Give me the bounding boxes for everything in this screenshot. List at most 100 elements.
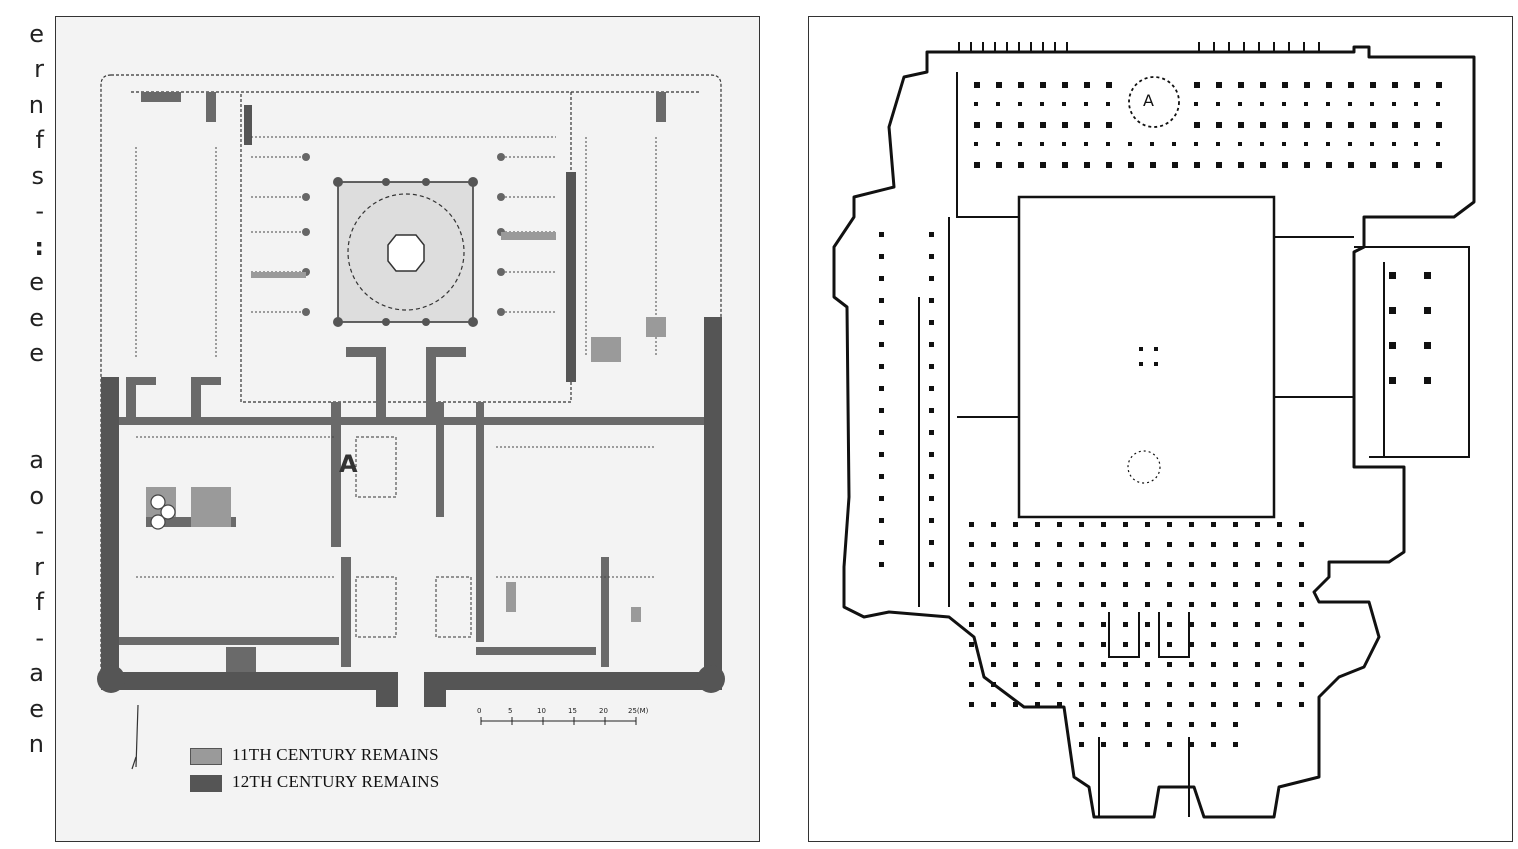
- pillar: [1123, 642, 1128, 647]
- pillar: [929, 518, 934, 523]
- scale-tick-label: 10: [537, 707, 546, 715]
- pillar: [1106, 122, 1112, 128]
- pillar: [1167, 582, 1172, 587]
- pillar: [879, 408, 884, 413]
- pillar: [1282, 142, 1286, 146]
- pillar: [1282, 122, 1288, 128]
- pillar: [1392, 102, 1396, 106]
- pillar: [1255, 622, 1260, 627]
- margin-fragment: a: [29, 446, 44, 474]
- pillar: [1436, 122, 1442, 128]
- pillar: [1260, 102, 1264, 106]
- pillar: [1255, 602, 1260, 607]
- pillar: [929, 496, 934, 501]
- pillar: [1057, 622, 1062, 627]
- margin-fragment: f: [35, 126, 44, 154]
- pillar: [1282, 102, 1286, 106]
- pillar: [879, 562, 884, 567]
- pillar: [1062, 162, 1068, 168]
- inner-walls: [918, 72, 1470, 817]
- internal-walls: [119, 92, 704, 672]
- pillar: [1304, 122, 1310, 128]
- pillar: [1057, 582, 1062, 587]
- pillar: [1145, 522, 1150, 527]
- pillar: [1299, 522, 1304, 527]
- pillar: [1013, 702, 1018, 707]
- pillar: [1101, 682, 1106, 687]
- pillar: [1167, 562, 1172, 567]
- pillar: [1018, 82, 1024, 88]
- pillar: [1194, 142, 1198, 146]
- pillar: [1101, 602, 1106, 607]
- pillar: [1167, 602, 1172, 607]
- pillar: [879, 232, 884, 237]
- pillar: [1079, 742, 1084, 747]
- margin-fragment: e: [29, 695, 44, 723]
- hall-arcades: [135, 136, 657, 578]
- pillar: [1392, 142, 1396, 146]
- pillar: [1013, 662, 1018, 667]
- pillar: [1079, 642, 1084, 647]
- pillar: [974, 122, 980, 128]
- pillar: [991, 522, 996, 527]
- pillar: [1216, 122, 1222, 128]
- north-arrow-icon: [131, 704, 139, 770]
- pillar: [1370, 122, 1376, 128]
- pillar: [1106, 162, 1112, 168]
- pillar: [1084, 82, 1090, 88]
- pillar: [879, 298, 884, 303]
- pillar: [1079, 682, 1084, 687]
- pillar: [1167, 642, 1172, 647]
- pillar: [1189, 662, 1194, 667]
- central-dome: [333, 177, 478, 327]
- pillar: [1277, 562, 1282, 567]
- pillar: [1035, 542, 1040, 547]
- pillar: [1255, 662, 1260, 667]
- pillar: [1145, 562, 1150, 567]
- pillar: [1106, 82, 1112, 88]
- pillar: [1145, 662, 1150, 667]
- pillar: [1057, 702, 1062, 707]
- pillar: [1255, 702, 1260, 707]
- pillar: [929, 540, 934, 545]
- pillar: [1123, 522, 1128, 527]
- pillar: [1260, 122, 1266, 128]
- pillar: [1194, 82, 1200, 88]
- pillar: [1211, 562, 1216, 567]
- pillar: [929, 254, 934, 259]
- pillar: [1194, 162, 1200, 168]
- pillar: [929, 408, 934, 413]
- pillar: [1013, 582, 1018, 587]
- dome-circle-a: [1128, 76, 1180, 128]
- pillar: [1424, 307, 1431, 314]
- pillar: [1123, 702, 1128, 707]
- pillar: [1299, 642, 1304, 647]
- pillar: [1299, 622, 1304, 627]
- pillar: [1304, 102, 1308, 106]
- pillar: [1079, 702, 1084, 707]
- pillar: [1128, 142, 1132, 146]
- pillar: [1035, 562, 1040, 567]
- pillar: [1189, 722, 1194, 727]
- pillar: [1211, 582, 1216, 587]
- scale-bar: [480, 717, 637, 725]
- margin-fragment: -: [35, 517, 44, 545]
- pillar: [1084, 162, 1090, 168]
- pillar: [1216, 102, 1220, 106]
- pillar: [1211, 742, 1216, 747]
- pillar: [1233, 742, 1238, 747]
- margin-fragment: f: [35, 588, 44, 616]
- pillar: [1101, 702, 1106, 707]
- room-outlines: [355, 436, 472, 638]
- pillar: [1370, 162, 1376, 168]
- pillar: [1299, 602, 1304, 607]
- pillar: [1260, 162, 1266, 168]
- legend-swatch-12th: [190, 775, 222, 792]
- pillar: [879, 540, 884, 545]
- pillar: [1018, 162, 1024, 168]
- pillar: [1189, 562, 1194, 567]
- pillar: [974, 162, 980, 168]
- pillar: [1189, 702, 1194, 707]
- pillar: [1326, 82, 1332, 88]
- trefoil-basin: [150, 494, 176, 530]
